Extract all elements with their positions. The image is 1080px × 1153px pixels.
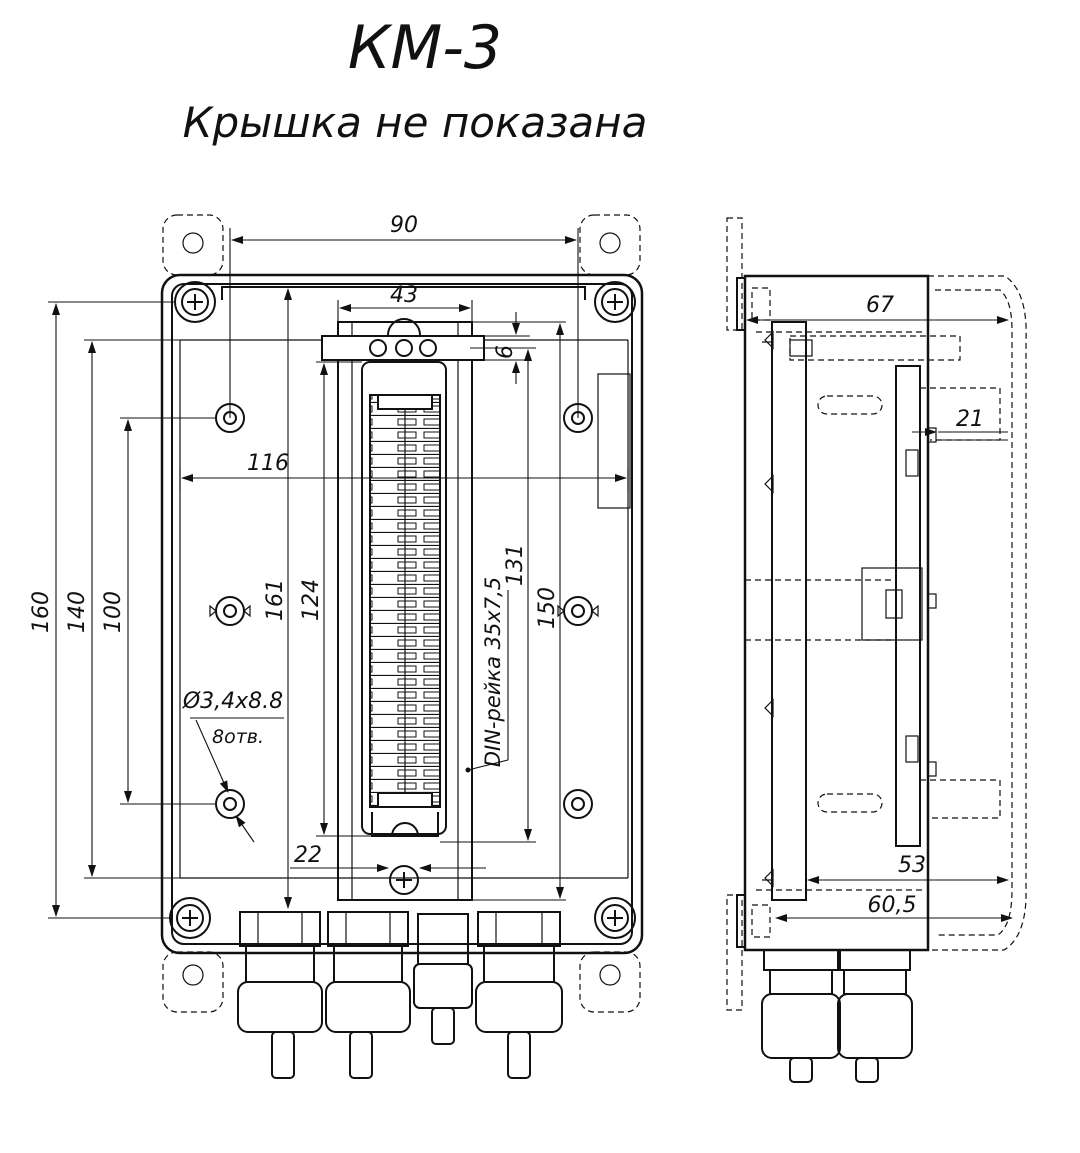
front-view — [160, 214, 644, 1079]
dim-21: 21 — [956, 407, 984, 432]
terminal-block-carrier — [361, 361, 447, 835]
dim-22: 22 — [294, 843, 322, 868]
mount-ear-bottom-right — [579, 951, 641, 1013]
boss-mid-left — [209, 596, 251, 626]
front-dimensions: 90 43 6 116 160 140 100 1 — [29, 213, 629, 919]
side-terminal-profile — [895, 365, 921, 847]
cable-gland-2 — [325, 911, 411, 1079]
wall-bracket-top — [726, 217, 743, 331]
dim-124: 124 — [299, 579, 324, 621]
dim-53: 53 — [898, 853, 926, 878]
lid-groove-top — [221, 286, 586, 300]
corner-screw-tl — [174, 281, 216, 323]
dim-116: 116 — [247, 451, 289, 476]
corner-screw-tr — [594, 281, 636, 323]
cable-gland-1 — [237, 911, 323, 1079]
dim-67: 67 — [866, 293, 894, 318]
cable-gland-small — [413, 913, 473, 1045]
dim-150: 150 — [535, 587, 560, 629]
mount-ear-top-right — [579, 214, 641, 276]
dim-140: 140 — [65, 591, 90, 633]
end-stop-top — [377, 394, 433, 410]
dim-43: 43 — [390, 283, 418, 308]
side-view — [726, 217, 1027, 1083]
boss-lower-right — [563, 789, 593, 819]
cable-gland-3 — [475, 911, 563, 1079]
wall-bracket-bottom — [726, 894, 743, 1011]
hole-diameter-note: Ø3,4x8.8 — [182, 689, 283, 714]
drawing-title: КМ-3 — [348, 13, 502, 83]
side-gland-2 — [837, 949, 913, 1083]
dim-6: 6 — [493, 345, 518, 359]
top-clamp-eye — [387, 318, 421, 336]
housing-inner — [171, 283, 633, 945]
bottom-clamp — [371, 812, 439, 837]
dim-100: 100 — [101, 591, 126, 633]
side-dimensions: 67 21 53 60,5 — [746, 293, 1013, 922]
corner-screw-bl — [169, 897, 211, 939]
mount-hole-top-left — [182, 232, 204, 254]
inner-cavity — [179, 339, 629, 879]
side-lid — [928, 275, 1027, 951]
dim-161: 161 — [263, 579, 288, 621]
din-rail-frame — [337, 321, 473, 901]
corner-screw-br — [594, 897, 636, 939]
mount-hole-bottom-right — [599, 964, 621, 986]
dim-160: 160 — [29, 591, 54, 633]
mount-hole-bottom-left — [182, 964, 204, 986]
din-rail-label: DIN-рейка 35х7,5 — [481, 577, 505, 767]
side-center-clamp — [861, 567, 923, 641]
boss-mid-right — [557, 596, 599, 626]
mount-hole-top-right — [599, 232, 621, 254]
side-rib — [597, 373, 631, 509]
boss-lower-left — [215, 789, 245, 819]
mount-ear-bottom-left — [162, 951, 224, 1013]
drawing-subtitle: Крышка не показана — [183, 98, 648, 147]
mount-ear-top-left — [162, 214, 224, 276]
side-screw-top — [789, 335, 961, 361]
side-din-rail — [771, 321, 807, 901]
dim-131: 131 — [503, 544, 528, 586]
end-stop-bottom — [377, 792, 433, 808]
hole-count-note: 8отв. — [212, 726, 264, 748]
dim-60-5: 60,5 — [868, 893, 917, 918]
side-gland-1 — [761, 949, 841, 1083]
rail-screw-bottom — [389, 865, 419, 895]
dim-90: 90 — [390, 213, 418, 238]
